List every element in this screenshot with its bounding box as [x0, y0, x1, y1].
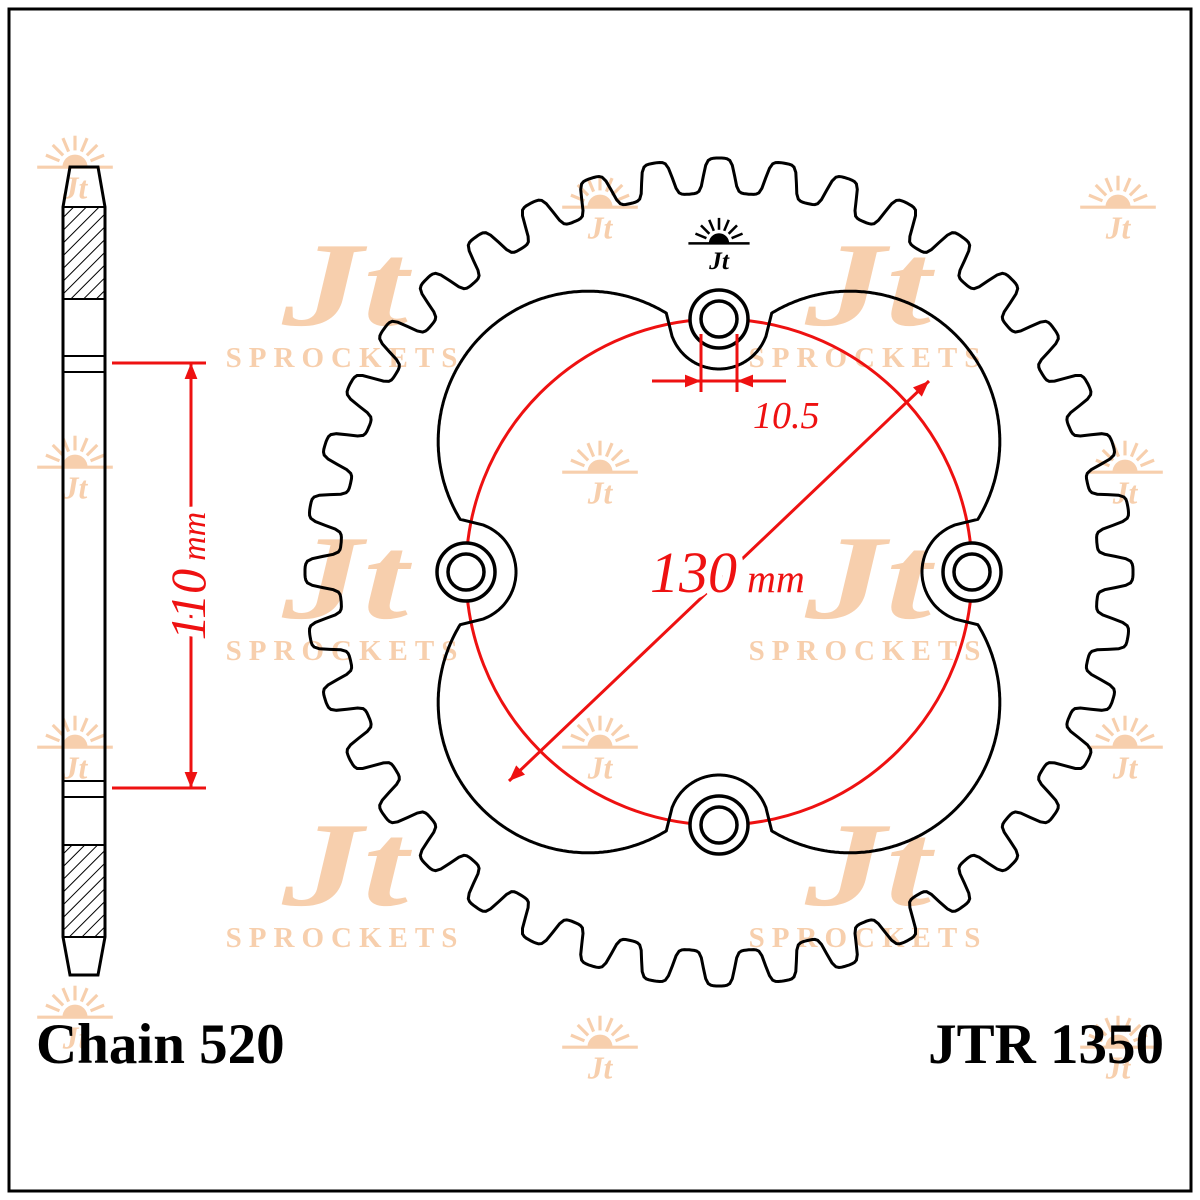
linework-layer — [61, 156, 1135, 988]
chain-size-label: Chain 520 — [36, 1013, 285, 1076]
flange-dimension-text: 110mm — [160, 512, 216, 640]
side-view — [61, 165, 107, 977]
side-view-hatch-top — [62, 206, 106, 300]
bolt-hole-top — [688, 288, 750, 350]
bolt-circle-dimension-line — [507, 379, 931, 783]
bolt-hole-bottom — [688, 794, 750, 856]
title-layer: Chain 520 JTR 1350 — [36, 1013, 1164, 1076]
side-view-hatch-bottom — [62, 844, 106, 938]
side-view-outline — [61, 165, 107, 977]
bolt-hole-left — [435, 541, 497, 603]
hole-dimension-text: 10.5 — [753, 395, 820, 437]
bolt-hole-right — [941, 541, 1003, 603]
gear-outline — [303, 156, 1135, 988]
part-number-label: JTR 1350 — [928, 1013, 1164, 1076]
